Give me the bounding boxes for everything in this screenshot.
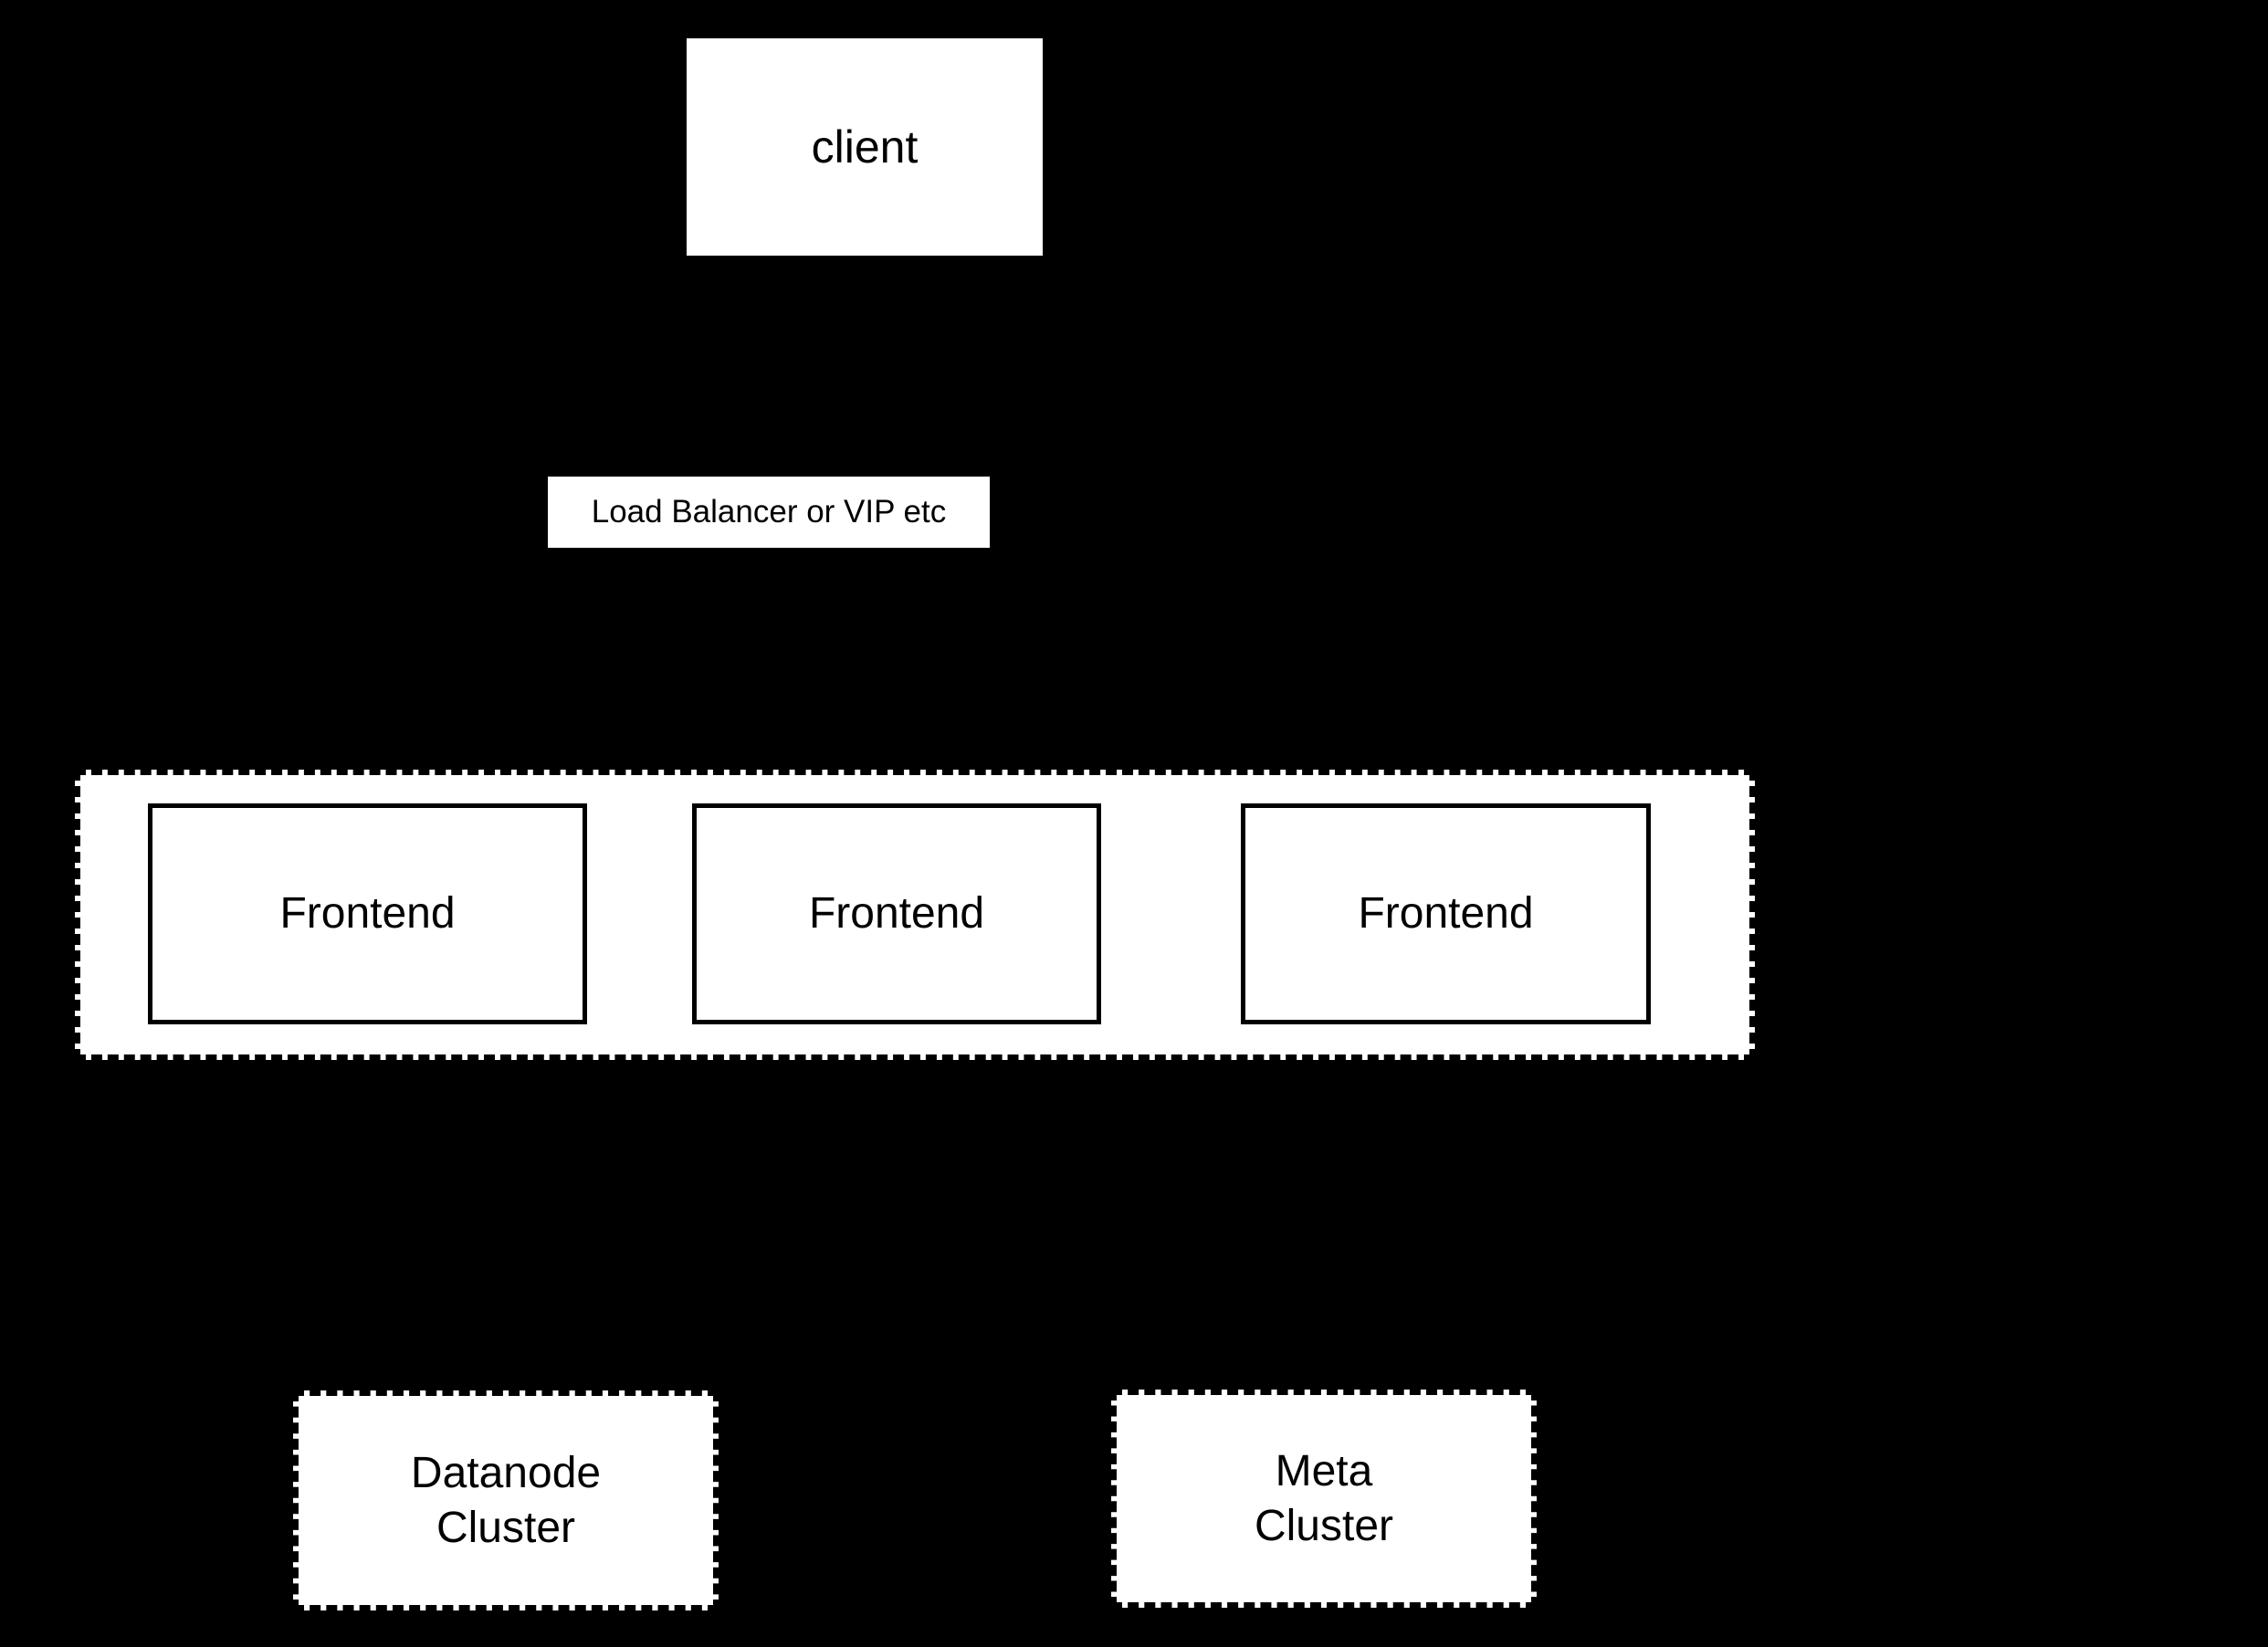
frontend-node[interactable]: Frontend xyxy=(148,803,587,1024)
load-balancer-node[interactable]: Load Balancer or VIP etc xyxy=(548,477,990,548)
frontend-node[interactable]: Frontend xyxy=(1241,803,1651,1024)
datanode-cluster-node[interactable]: Datanode Cluster xyxy=(293,1390,719,1610)
meta-cluster-node[interactable]: Meta Cluster xyxy=(1111,1390,1537,1608)
client-node[interactable]: client xyxy=(687,38,1043,256)
frontend-node[interactable]: Frontend xyxy=(692,803,1101,1024)
